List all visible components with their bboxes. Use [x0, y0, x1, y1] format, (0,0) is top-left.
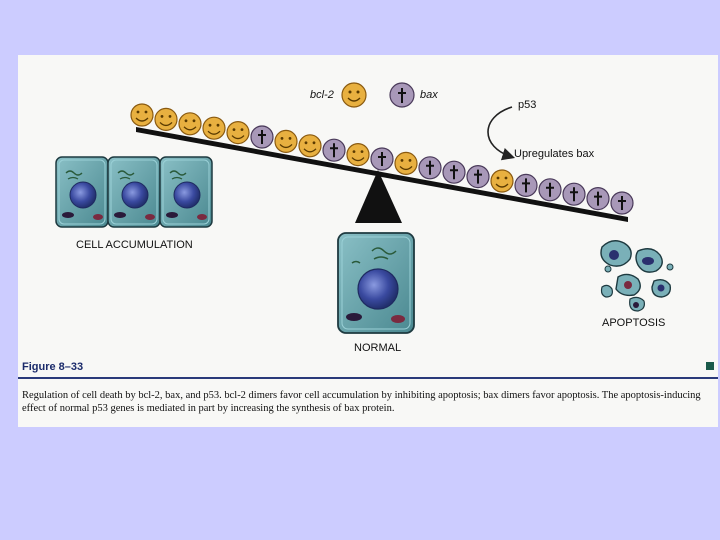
figure-caption: Regulation of cell death by bcl-2, bax, … — [22, 390, 701, 414]
bcl2-bead — [298, 134, 322, 158]
accumulated-cell — [107, 156, 161, 228]
apoptosis-label: APOPTOSIS — [602, 317, 666, 329]
p53-arrow — [487, 106, 516, 161]
legend-bcl2-bead — [341, 82, 367, 108]
legend-bcl2-label: bcl-2 — [310, 89, 334, 101]
figure-panel: bcl-2 bax p53 Upregulates bax CELL ACCUM… — [18, 55, 718, 427]
bcl2-bead — [202, 116, 226, 140]
bcl2-bead — [178, 112, 202, 136]
seesaw-beam — [136, 127, 628, 222]
p53-label: p53 — [518, 99, 537, 111]
bcl2-bead — [274, 129, 298, 154]
bax-bead — [418, 156, 442, 180]
normal-label: NORMAL — [354, 342, 402, 354]
regulation-diagram — [55, 82, 674, 334]
bcl2-bead — [394, 151, 418, 176]
bax-bead — [562, 182, 586, 206]
normal-cell — [337, 232, 415, 334]
bax-bead — [586, 187, 610, 211]
cell-accumulation-group — [55, 156, 213, 228]
bax-bead — [538, 178, 562, 202]
figure-number: Figure 8–33 — [22, 361, 84, 373]
figure-rule — [18, 377, 718, 379]
accumulated-cell — [55, 156, 109, 228]
apoptosis-fragments — [600, 240, 674, 312]
bax-bead — [322, 138, 346, 162]
bcl2-bead — [130, 103, 154, 127]
legend-bax-label: bax — [420, 89, 438, 101]
accumulated-cell — [159, 156, 213, 228]
legend-bax-bead — [389, 82, 415, 108]
bcl2-bead — [154, 107, 178, 132]
bcl2-bead — [490, 169, 514, 193]
bax-bead — [514, 173, 538, 197]
bax-bead — [250, 125, 274, 149]
bax-bead — [466, 164, 490, 189]
bax-bead — [370, 147, 394, 171]
bcl2-bead — [226, 120, 250, 145]
fulcrum-triangle — [355, 170, 402, 223]
upregulates-bax-label: Upregulates bax — [514, 148, 595, 160]
bead-row — [130, 103, 634, 215]
bcl2-bead — [346, 142, 370, 167]
bax-bead — [610, 191, 634, 215]
bax-bead — [442, 160, 466, 184]
figure-marker — [706, 362, 714, 370]
cell-accumulation-label: CELL ACCUMULATION — [76, 239, 193, 251]
